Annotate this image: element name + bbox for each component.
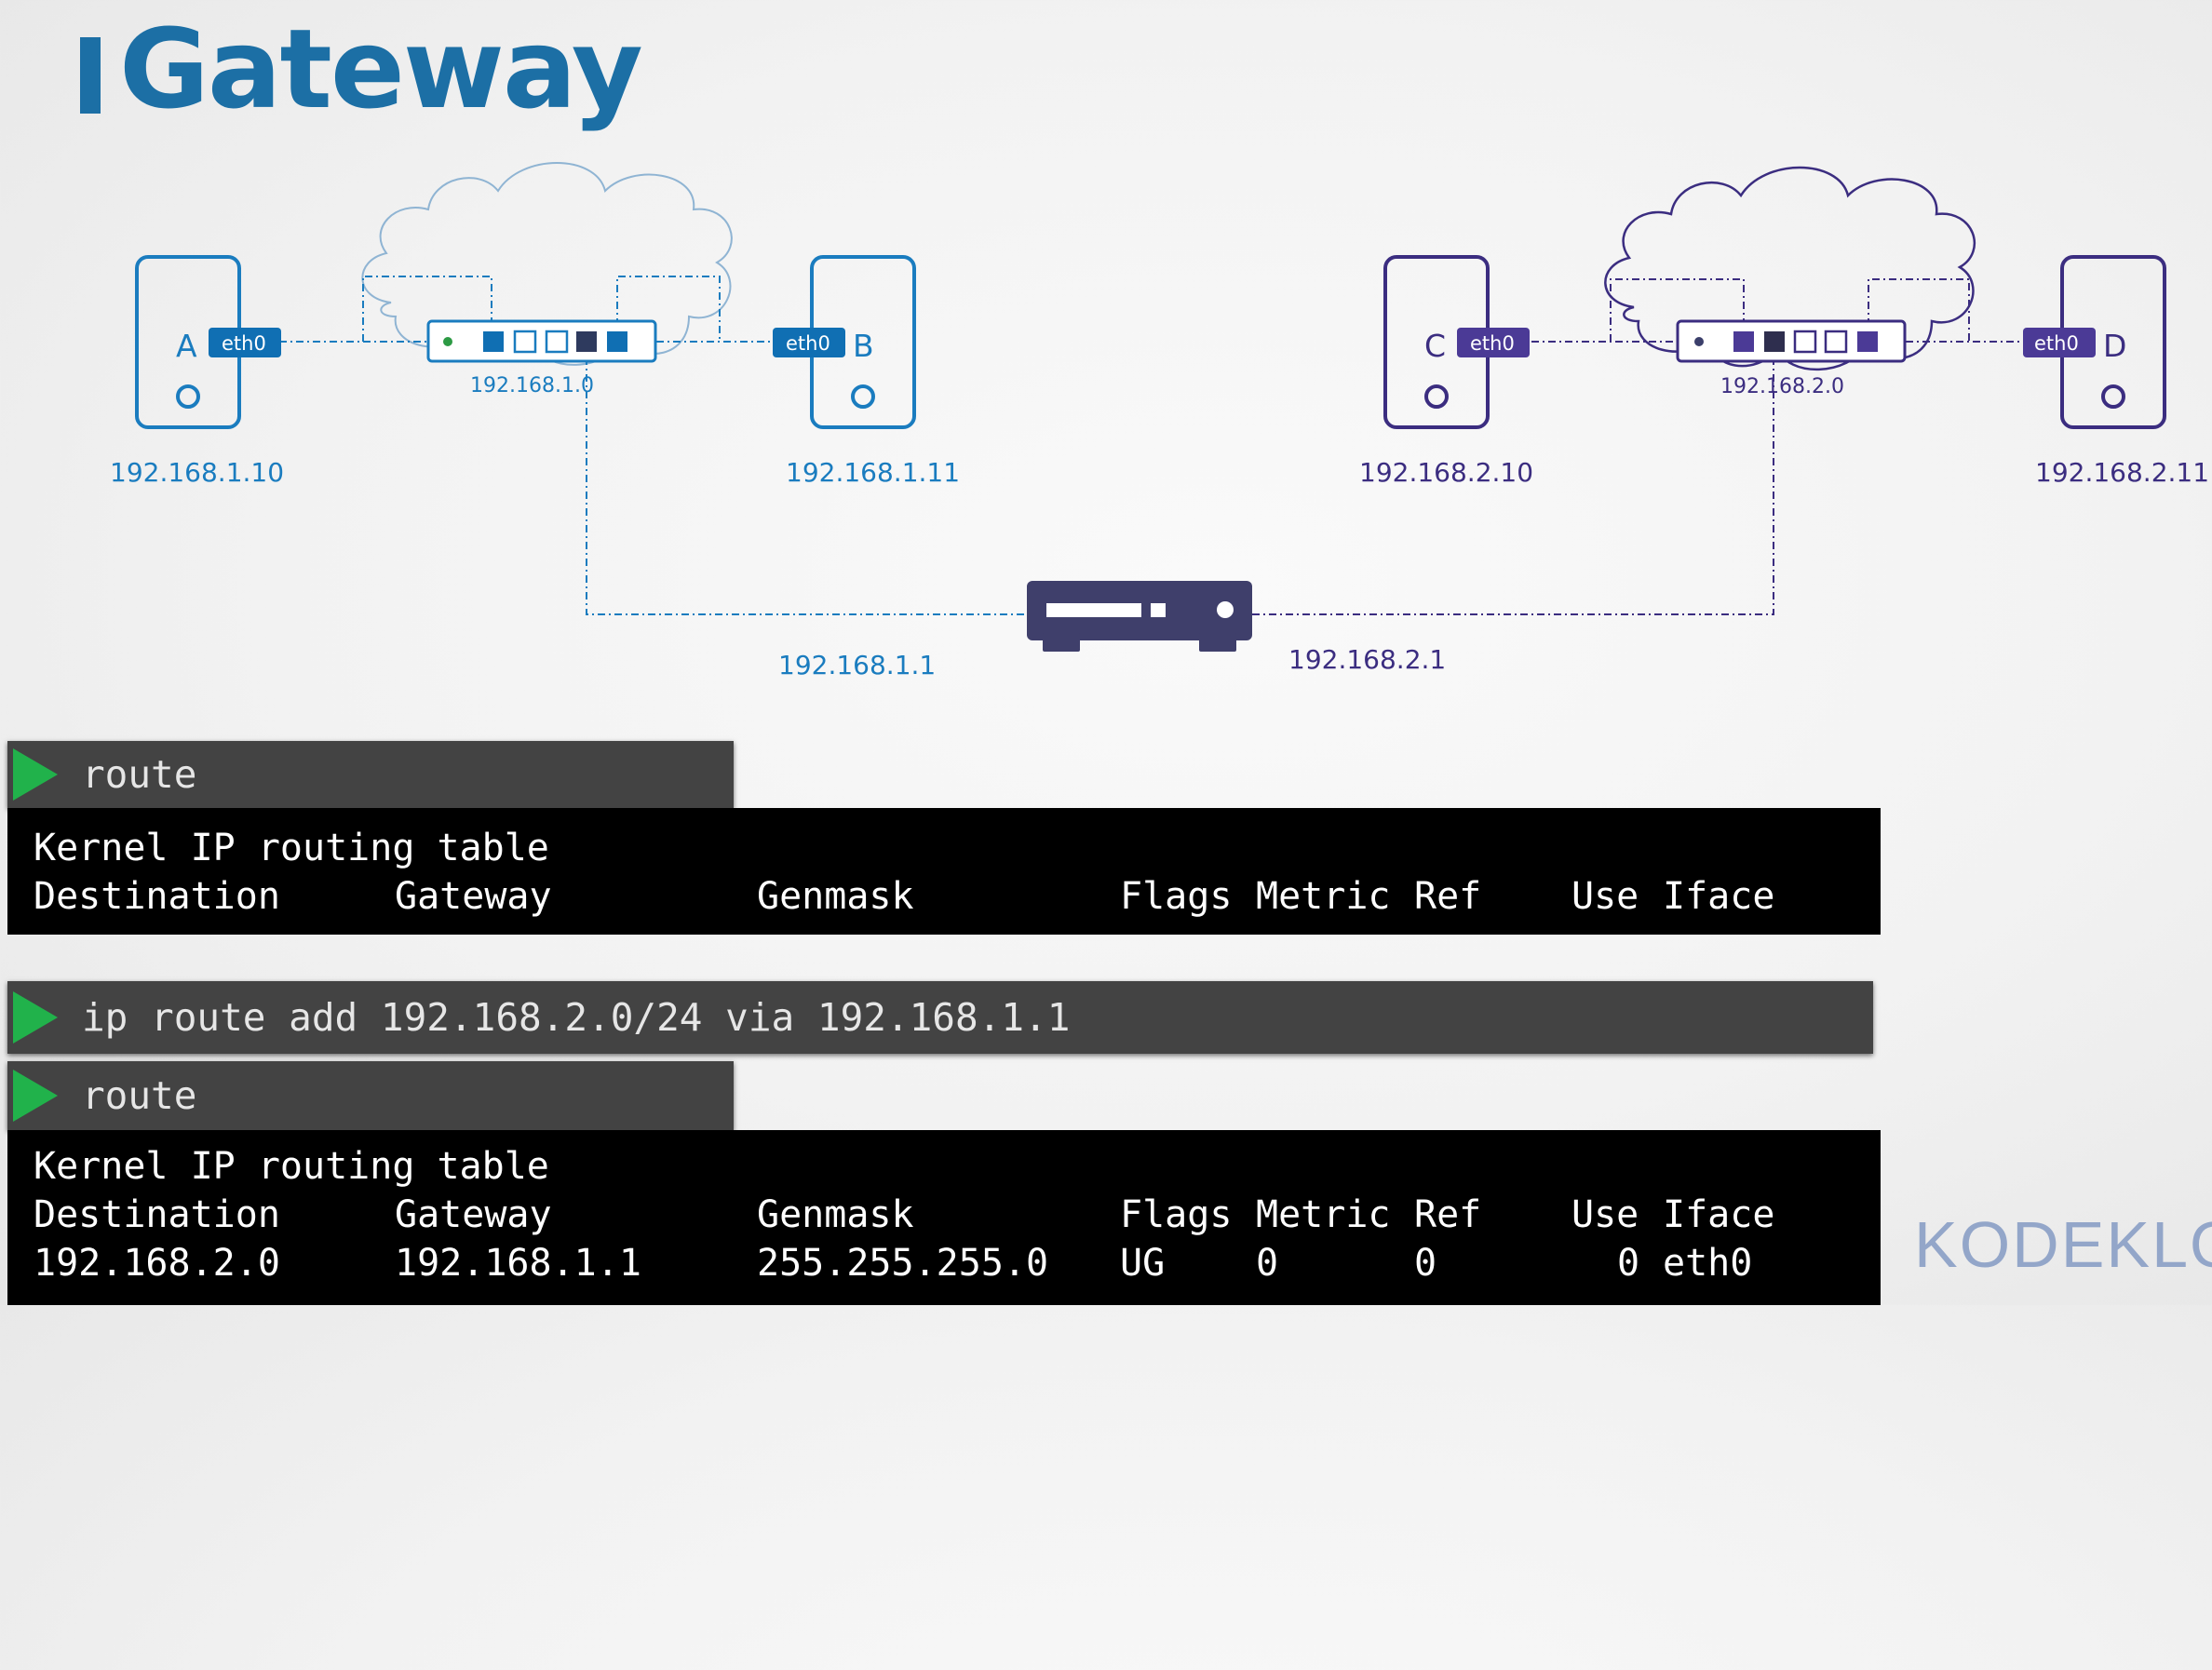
network-diagram: A eth0 B eth0 C eth0 D eth0 192.168.1.0: [110, 162, 2209, 680]
host-d[interactable]: D eth0: [2023, 255, 2166, 429]
header-use: Use: [1571, 1193, 1639, 1236]
play-icon: [13, 1070, 58, 1122]
switch-1-network-label: 192.168.1.0: [470, 374, 594, 397]
cell-genmask: 255.255.255.0: [757, 1242, 1049, 1285]
header-genmask: Genmask: [757, 1193, 914, 1236]
play-icon: [13, 748, 58, 801]
header-flags: Flags: [1120, 1193, 1233, 1236]
eth0-label-a: eth0: [222, 332, 266, 355]
link-switch1-router: [586, 357, 1024, 615]
header-use: Use: [1571, 875, 1639, 918]
header-flags: Flags: [1120, 875, 1233, 918]
link-switch2-router: [1252, 357, 1774, 615]
cell-destination: 192.168.2.0: [34, 1242, 280, 1285]
switch-2-network-label: 192.168.2.0: [1720, 375, 1844, 398]
switch-2[interactable]: [1676, 319, 1907, 363]
page-title: Gateway: [119, 5, 643, 133]
title-accent-bar: [80, 37, 101, 114]
host-letter-d: D: [2103, 328, 2126, 364]
command-prompt-1[interactable]: route: [7, 741, 734, 808]
header-gateway: Gateway: [395, 875, 552, 918]
cell-flags: UG: [1120, 1242, 1166, 1285]
cell-use: 0: [1617, 1242, 1640, 1285]
terminal-output-1: Kernel IP routing table Destination Gate…: [7, 808, 1881, 935]
host-c-ip: 192.168.2.10: [1359, 457, 1533, 488]
router-ip-net2: 192.168.2.1: [1288, 644, 1446, 675]
command-prompt-3[interactable]: route: [7, 1061, 734, 1130]
cell-gateway: 192.168.1.1: [395, 1242, 641, 1285]
host-a-ip: 192.168.1.10: [110, 457, 284, 488]
host-a[interactable]: A eth0: [135, 255, 281, 429]
output-line: Kernel IP routing table: [34, 827, 549, 869]
header-ref: Ref: [1414, 875, 1482, 918]
cell-metric: 0: [1256, 1242, 1279, 1285]
host-b[interactable]: B eth0: [773, 255, 916, 429]
cell-iface: eth0: [1663, 1242, 1753, 1285]
play-icon: [13, 991, 58, 1044]
switch2-uplink-left: [1610, 278, 1745, 342]
eth0-label-c: eth0: [1470, 332, 1515, 355]
table-header-row: Destination Gateway Genmask Flags Metric…: [7, 1193, 1881, 1622]
kodekloud-logo: KODEKLOUD: [1914, 1208, 2212, 1281]
header-destination: Destination: [34, 1193, 280, 1236]
terminal-output-2: Kernel IP routing table Destination Gate…: [7, 1130, 1881, 1305]
header-iface: Iface: [1663, 1193, 1775, 1236]
cell-ref: 0: [1414, 1242, 1437, 1285]
header-iface: Iface: [1663, 875, 1775, 918]
host-letter-a: A: [176, 328, 197, 364]
router-ip-net1: 192.168.1.1: [778, 650, 936, 680]
header-metric: Metric: [1256, 875, 1391, 918]
output-line: Kernel IP routing table: [34, 1145, 549, 1188]
command-text: route: [82, 1073, 197, 1118]
eth0-label-d: eth0: [2034, 332, 2079, 355]
command-prompt-2[interactable]: ip route add 192.168.2.0/24 via 192.168.…: [7, 981, 1873, 1054]
switch1-uplink-left: [362, 276, 492, 342]
table-row: 192.168.2.0 192.168.1.1 255.255.255.0 UG…: [7, 1242, 1881, 1670]
host-c[interactable]: C eth0: [1383, 255, 1530, 429]
header-gateway: Gateway: [395, 1193, 552, 1236]
host-letter-c: C: [1424, 328, 1446, 364]
command-text: route: [82, 752, 197, 797]
switch1-uplink-right: [616, 276, 721, 342]
header-destination: Destination: [34, 875, 280, 918]
command-text: ip route add 192.168.2.0/24 via 192.168.…: [82, 995, 1071, 1040]
switch2-uplink-right: [1868, 278, 1970, 342]
eth0-label-b: eth0: [786, 332, 830, 355]
switch-1[interactable]: [426, 319, 657, 363]
header-genmask: Genmask: [757, 875, 914, 918]
host-letter-b: B: [853, 328, 874, 364]
header-metric: Metric: [1256, 1193, 1391, 1236]
header-ref: Ref: [1414, 1193, 1482, 1236]
host-d-ip: 192.168.2.11: [2035, 457, 2209, 488]
table-header-row: Destination Gateway Genmask Flags Metric…: [7, 875, 1881, 1303]
host-b-ip: 192.168.1.11: [786, 457, 960, 488]
router[interactable]: [1027, 581, 1252, 652]
